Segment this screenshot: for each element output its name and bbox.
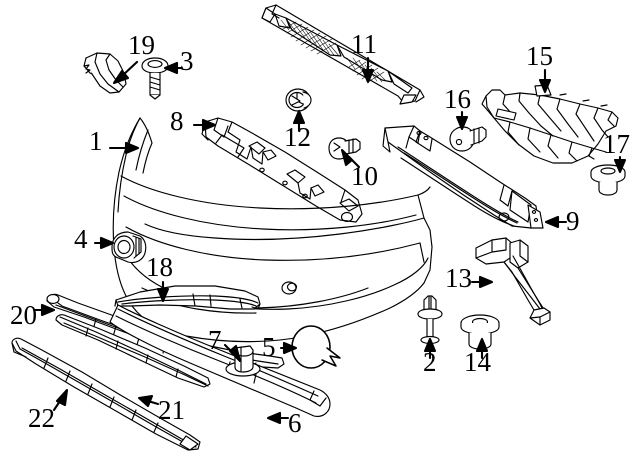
callout-label-14[interactable]: 14 (464, 347, 491, 377)
callout-label-9[interactable]: 9 (566, 206, 580, 236)
part-center-rib-strip (55, 314, 211, 388)
callout-label-19[interactable]: 19 (128, 30, 155, 60)
part-cap-nut (460, 314, 500, 350)
part-energy-absorber (261, 4, 425, 105)
part-upper-trim-molding (114, 285, 261, 310)
part-lower-deflector (11, 337, 201, 451)
part-shoulder-stud (449, 126, 487, 152)
part-headlamp-carrier (481, 84, 619, 164)
part-plastic-nut (590, 164, 626, 196)
callout-label-18[interactable]: 18 (146, 252, 173, 282)
part-side-mount-bracket (475, 237, 551, 326)
callout-label-2[interactable]: 2 (423, 347, 437, 377)
part-tow-eye-cover (291, 325, 341, 369)
callout-label-20[interactable]: 20 (10, 300, 37, 330)
callout-label-1[interactable]: 1 (89, 126, 103, 156)
part-round-grommet (285, 88, 312, 112)
callout-label-21[interactable]: 21 (158, 395, 185, 425)
callout-label-10[interactable]: 10 (351, 161, 378, 191)
part-upper-support-rail (201, 117, 363, 223)
part-expansion-rivet (417, 295, 443, 345)
part-impact-bar (382, 125, 544, 229)
callout-label-13[interactable]: 13 (445, 263, 472, 293)
callout-label-6[interactable]: 6 (288, 408, 302, 438)
callout-label-5[interactable]: 5 (262, 332, 276, 362)
callout-label-16[interactable]: 16 (444, 84, 471, 114)
callout-label-15[interactable]: 15 (526, 41, 553, 71)
part-sensor-grommet (111, 231, 147, 264)
callout-label-22[interactable]: 22 (28, 403, 55, 433)
callout-label-12[interactable]: 12 (284, 122, 311, 152)
callout-label-17[interactable]: 17 (603, 129, 630, 159)
callout-label-4[interactable]: 4 (74, 224, 88, 254)
callout-label-8[interactable]: 8 (170, 106, 184, 136)
callout-label-3[interactable]: 3 (180, 46, 194, 76)
callout-label-11[interactable]: 11 (351, 29, 377, 59)
part-push-nut (225, 345, 261, 377)
callout-label-7[interactable]: 7 (208, 325, 222, 355)
part-flange-screw (141, 57, 169, 100)
